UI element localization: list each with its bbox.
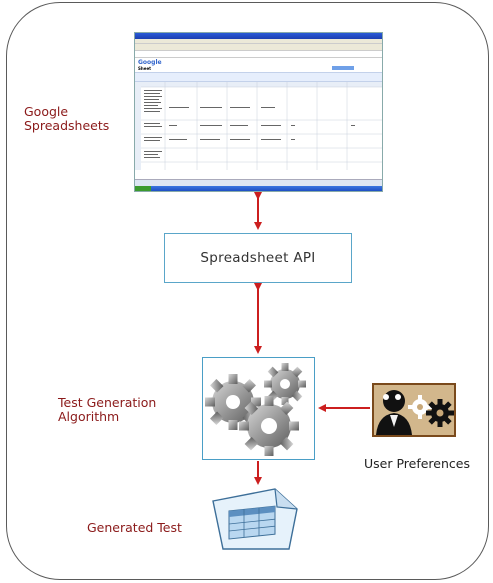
test-generation-algorithm-label: Test Generation Algorithm bbox=[58, 395, 157, 424]
spreadsheet-header: Google Sheet bbox=[135, 58, 382, 72]
share-button bbox=[332, 66, 354, 70]
window-menu-bar bbox=[135, 39, 382, 44]
gears-icon bbox=[205, 363, 306, 456]
grid-lines bbox=[135, 82, 382, 170]
spreadsheet-toolbar bbox=[135, 72, 382, 82]
window-address-bar bbox=[135, 51, 382, 58]
spreadsheet-screenshot: Google Sheet bbox=[134, 32, 383, 192]
document-table-icon bbox=[212, 488, 298, 550]
spreadsheet-doc-title: Sheet bbox=[138, 66, 152, 71]
spreadsheet-logo: Google bbox=[138, 59, 162, 66]
generated-test-label: Generated Test bbox=[87, 520, 182, 535]
spreadsheet-api-box: Spreadsheet API bbox=[164, 233, 352, 283]
start-button bbox=[135, 186, 151, 191]
test-generation-box bbox=[202, 357, 315, 460]
person-gear-icon bbox=[372, 383, 456, 437]
spreadsheet-grid bbox=[135, 82, 382, 170]
diagram-frame bbox=[6, 2, 489, 580]
google-spreadsheets-label: Google Spreadsheets bbox=[24, 104, 110, 133]
sheet-tabs-bar bbox=[135, 179, 382, 186]
user-preferences-label: User Preferences bbox=[364, 456, 470, 471]
taskbar bbox=[135, 186, 382, 191]
window-title-bar bbox=[135, 33, 382, 39]
spreadsheet-api-label: Spreadsheet API bbox=[200, 250, 316, 266]
window-toolbar bbox=[135, 44, 382, 51]
